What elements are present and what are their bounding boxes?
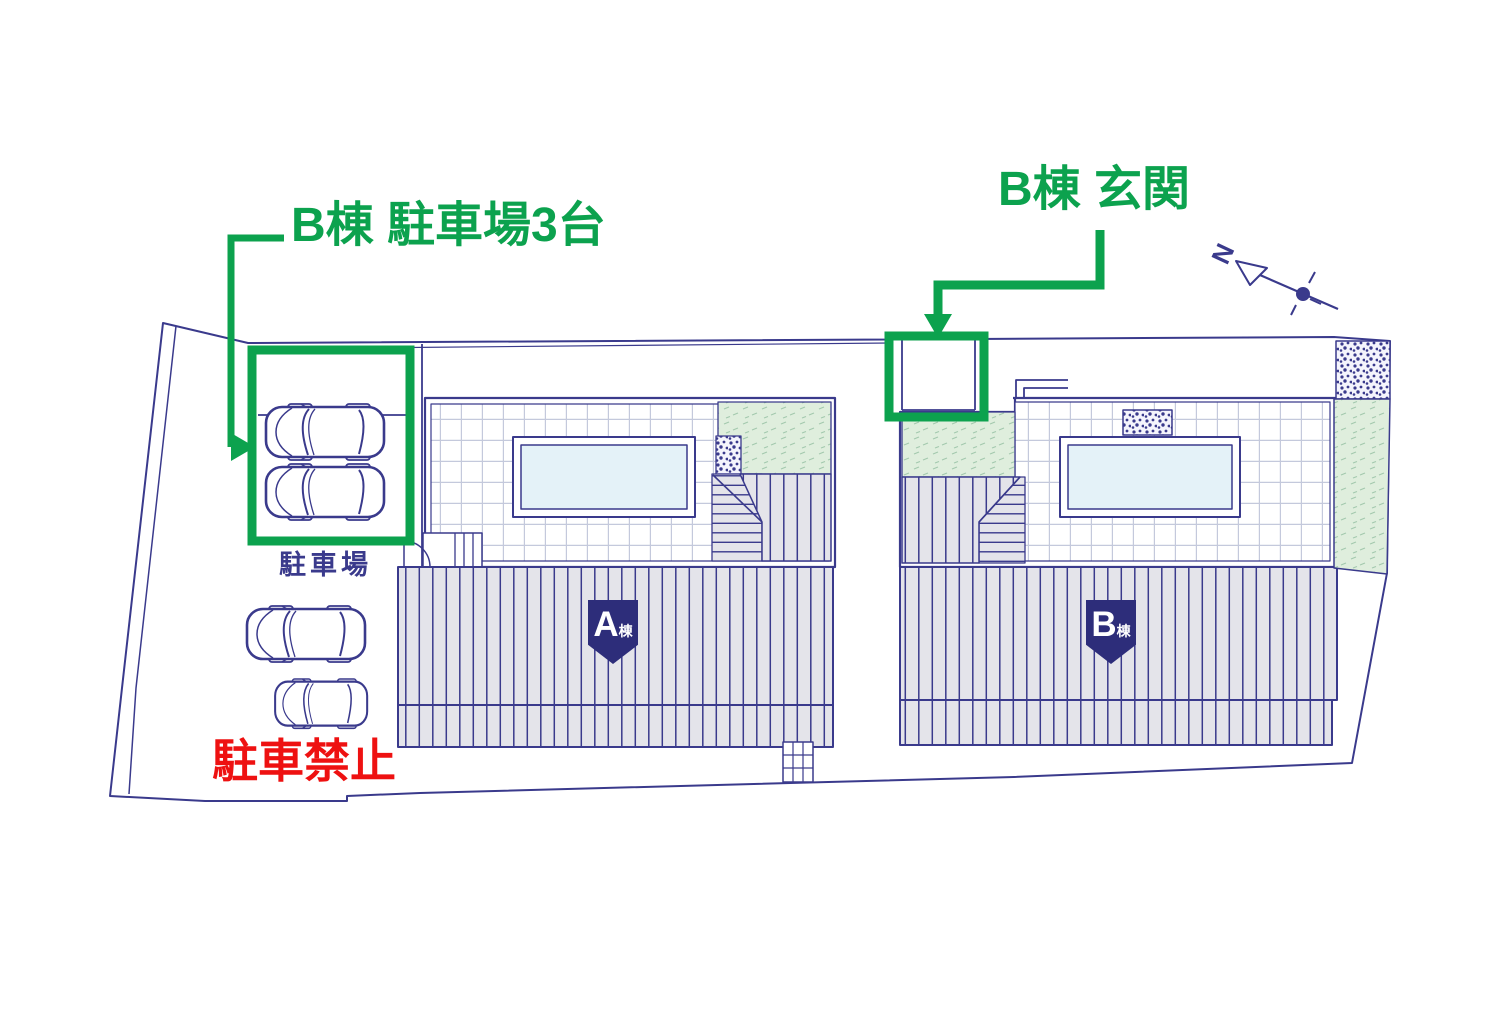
car-3 [245,604,367,664]
boundary-gravel [1335,340,1391,400]
label-b-entrance: B棟 玄関 [998,163,1191,216]
building-a-roof [397,566,834,748]
compass-n-label: N [1205,239,1240,269]
building-b-planter [1122,409,1173,436]
car-4 [273,677,369,730]
building-a [397,396,837,783]
annotations [227,230,1105,546]
badge-a-letter: A [593,605,619,644]
building-b-garden [901,411,1016,478]
building-b-stairs [901,476,1026,564]
building-b-roof [899,566,1338,746]
building-b-entrance-porch [901,338,1068,411]
building-a-entrance-porch [403,532,483,568]
badge-a-suffix: 棟 [618,623,633,639]
badge-b-letter: B [1091,605,1117,644]
building-a-planter [715,435,742,475]
building-b-skylight [1059,436,1241,518]
label-parking-area: 駐車場 [279,550,372,580]
annotation-entrance-arrow [924,230,1105,338]
building-b [898,338,1338,746]
boundary-garden-strip [1333,398,1391,575]
north-arrow: N [1205,239,1339,316]
badge-b-suffix: 棟 [1116,623,1131,639]
label-b-parking: B棟 駐車場3台 [291,199,606,252]
building-a-skylight [512,436,696,518]
building-a-steps [782,741,814,783]
car-2 [264,462,386,522]
parking-area [245,344,423,730]
annotation-entrance-box [884,331,989,422]
annotation-parking-arrow [227,234,284,461]
label-no-parking: 駐車禁止 [212,735,396,787]
building-a-stairs [711,473,832,562]
car-1 [264,402,386,462]
